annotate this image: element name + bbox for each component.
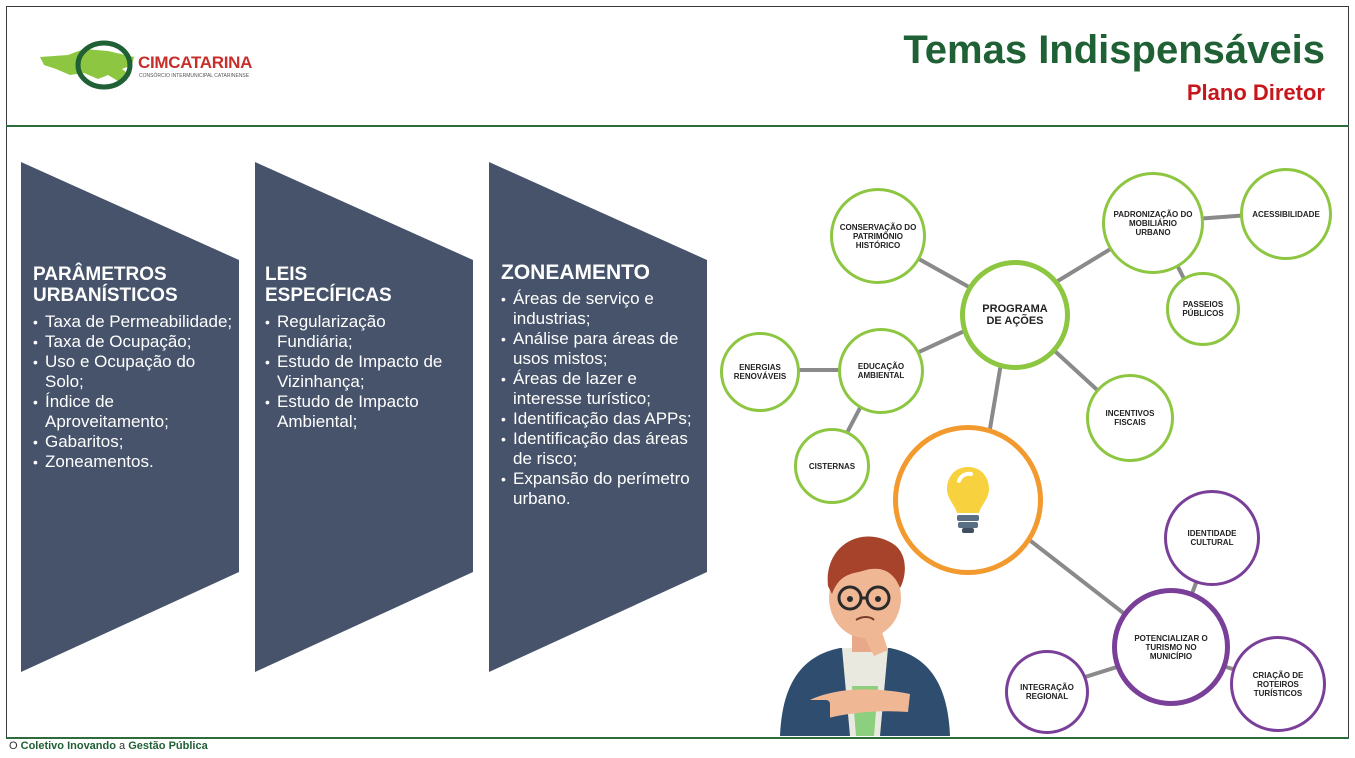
node-label: CONSERVAÇÃO DO PATRIMÔNIO HISTÓRICO: [839, 222, 917, 250]
node-label: INTEGRAÇÃO REGIONAL: [1020, 683, 1074, 701]
node-label: POTENCIALIZAR O TURISMO NO MUNICÍPIO: [1134, 633, 1208, 661]
node-incentivos: INCENTIVOS FISCAIS: [1086, 374, 1174, 462]
list-item: Identificação das APPs;: [501, 409, 701, 429]
footer-tagline: O Coletivo Inovando a Gestão Pública: [9, 740, 208, 752]
node-lightbulb: [893, 425, 1043, 575]
panel-parametros: PARÂMETROS URBANÍSTICOS Taxa de Permeabi…: [21, 162, 239, 672]
node-label: PADRONIZAÇÃO DO MOBILIÁRIO URBANO: [1113, 209, 1193, 237]
node-acessibilidade: ACESSIBILIDADE: [1240, 168, 1332, 260]
logo-wordmark: CIMCATARINA: [138, 53, 252, 73]
node-label: PASSEIOS PÚBLICOS: [1182, 300, 1224, 318]
footer-prefix: O: [9, 740, 18, 752]
list-item: Zoneamentos.: [33, 452, 233, 472]
node-label: PROGRAMA DE AÇÕES: [982, 303, 1048, 327]
node-label: INCENTIVOS FISCAIS: [1105, 409, 1155, 427]
node-label: ENERGIAS RENOVÁVEIS: [733, 363, 787, 381]
list-item: Uso e Ocupação do Solo;: [33, 352, 233, 392]
node-integracao: INTEGRAÇÃO REGIONAL: [1005, 650, 1089, 734]
header-divider: [6, 125, 1349, 127]
list-item: Áreas de serviço e industrias;: [501, 289, 701, 329]
node-programa: PROGRAMA DE AÇÕES: [960, 260, 1070, 370]
logo-tagline: CONSÓRCIO INTERMUNICIPAL CATARINENSE: [139, 73, 250, 79]
panel-heading: PARÂMETROS URBANÍSTICOS: [33, 264, 178, 306]
list-item: Áreas de lazer e interesse turístico;: [501, 369, 701, 409]
node-label: CISTERNAS: [808, 461, 856, 471]
panel-list: Áreas de serviço e industrias; Análise p…: [501, 289, 701, 509]
panel-heading: ZONEAMENTO: [501, 261, 650, 284]
panel-heading: LEIS ESPECÍFICAS: [265, 264, 392, 306]
list-item: Regularização Fundiária;: [265, 312, 465, 352]
thinking-man-illustration: [780, 536, 950, 736]
panel-list: Taxa de Permeabilidade; Taxa de Ocupação…: [33, 312, 233, 472]
footer-divider: [6, 737, 1349, 739]
node-conservacao: CONSERVAÇÃO DO PATRIMÔNIO HISTÓRICO: [830, 188, 926, 284]
panel-zoneamento: ZONEAMENTO Áreas de serviço e industrias…: [489, 162, 707, 672]
node-criacao: CRIAÇÃO DE ROTEIROS TURÍSTICOS: [1230, 636, 1326, 732]
list-item: Taxa de Ocupação;: [33, 332, 233, 352]
list-item: Expansão do perímetro urbano.: [501, 469, 701, 509]
node-padronizacao: PADRONIZAÇÃO DO MOBILIÁRIO URBANO: [1102, 172, 1204, 274]
logo-name-part1: CIM: [138, 53, 169, 72]
node-label: CRIAÇÃO DE ROTEIROS TURÍSTICOS: [1252, 670, 1304, 698]
footer-highlight-2: Gestão Pública: [128, 740, 208, 752]
node-label: EDUCAÇÃO AMBIENTAL: [857, 362, 905, 380]
list-item: Análise para áreas de usos mistos;: [501, 329, 701, 369]
list-item: Taxa de Permeabilidade;: [33, 312, 233, 332]
node-identidade: IDENTIDADE CULTURAL: [1164, 490, 1260, 586]
list-item: Índice de Aproveitamento;: [33, 392, 233, 432]
panel-leis: LEIS ESPECÍFICAS Regularização Fundiária…: [255, 162, 473, 672]
list-item: Gabaritos;: [33, 432, 233, 452]
page-subtitle: Plano Diretor: [1186, 80, 1325, 105]
node-cisternas: CISTERNAS: [794, 428, 870, 504]
logo-name-part2: CATARINA: [168, 53, 253, 72]
panel-list: Regularização Fundiária; Estudo de Impac…: [265, 312, 465, 432]
node-energias: ENERGIAS RENOVÁVEIS: [720, 332, 800, 412]
list-item: Identificação das áreas de risco;: [501, 429, 701, 469]
footer-middle: a: [119, 740, 126, 752]
footer-highlight-1: Coletivo Inovando: [20, 740, 116, 752]
node-label: IDENTIDADE CULTURAL: [1187, 529, 1237, 547]
mind-map: CONSERVAÇÃO DO PATRIMÔNIO HISTÓRICO PADR…: [710, 160, 1350, 736]
node-label: ACESSIBILIDADE: [1252, 209, 1320, 219]
node-educacao: EDUCAÇÃO AMBIENTAL: [838, 328, 924, 414]
page-title: Temas Indispensáveis: [903, 28, 1325, 72]
node-passeios: PASSEIOS PÚBLICOS: [1166, 272, 1240, 346]
lightbulb-icon: [947, 467, 989, 533]
logo-map-icon: [40, 40, 134, 90]
node-potencializar: POTENCIALIZAR O TURISMO NO MUNICÍPIO: [1112, 588, 1230, 706]
cimcatarina-logo: CIMCATARINA CONSÓRCIO INTERMUNICIPAL CAT…: [38, 35, 268, 95]
list-item: Estudo de Impacto de Vizinhança;: [265, 352, 465, 392]
list-item: Estudo de Impacto Ambiental;: [265, 392, 465, 432]
